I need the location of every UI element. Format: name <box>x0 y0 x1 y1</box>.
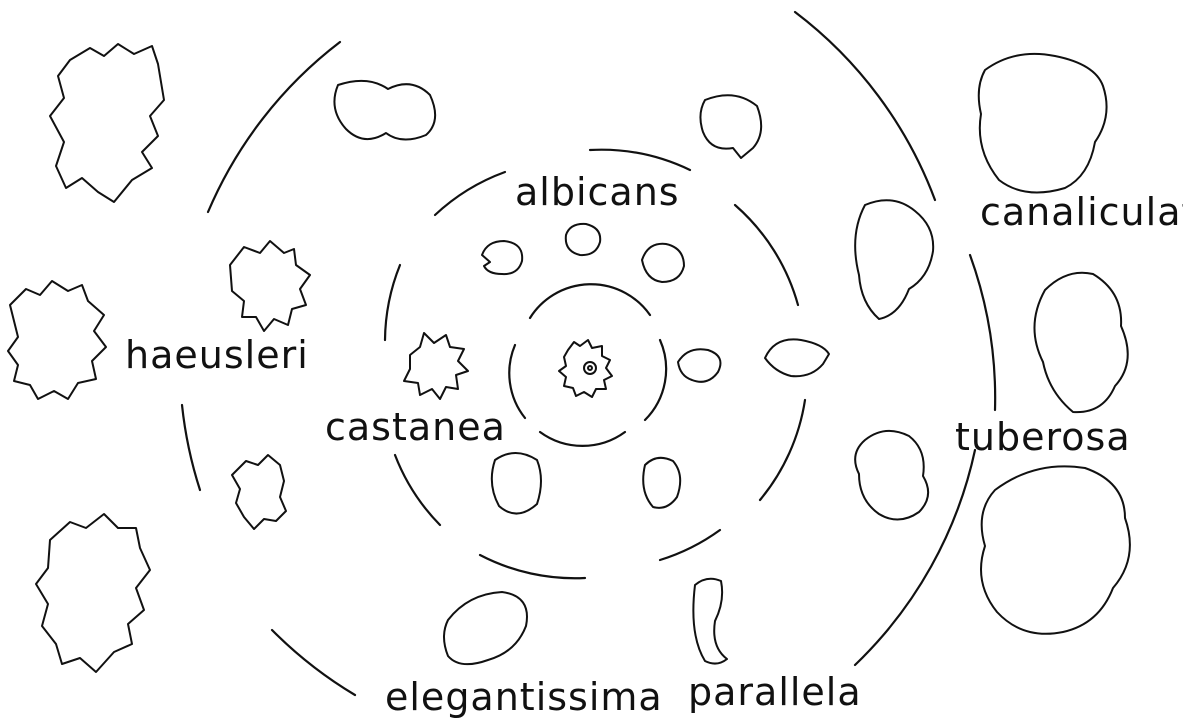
label-elegantissima: elegantissima <box>385 675 663 719</box>
haeusleri-ring-spores <box>230 241 310 529</box>
label-haeusleri: haeusleri <box>125 333 309 377</box>
label-parallela: parallela <box>688 670 862 714</box>
canaliculata-ring-spores <box>334 81 933 520</box>
albicans-spores <box>482 224 829 382</box>
label-tuberosa: tuberosa <box>955 415 1131 459</box>
label-albicans: albicans <box>515 170 680 214</box>
central-spore <box>559 340 612 397</box>
label-castanea: castanea <box>325 405 506 449</box>
bottom-spores <box>444 579 727 664</box>
inner-ring <box>509 284 666 446</box>
label-canaliculata: canaliculata <box>980 190 1183 234</box>
canaliculata-outer-spores <box>979 54 1130 634</box>
